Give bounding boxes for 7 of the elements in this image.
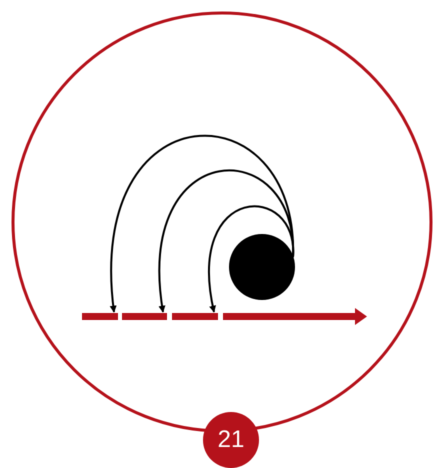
timeline-segment	[122, 313, 167, 320]
timeline-segment	[82, 313, 118, 320]
arrow	[158, 170, 294, 313]
arrow	[110, 135, 294, 313]
timeline-segment	[172, 313, 218, 320]
number-badge: 21	[203, 412, 259, 468]
arrow	[208, 205, 294, 313]
